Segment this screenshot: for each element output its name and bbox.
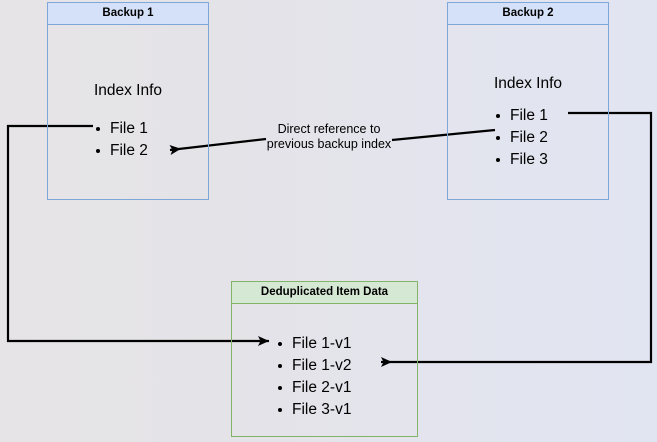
list-item-label: File 2 bbox=[510, 129, 548, 146]
list-item-label: File 2 bbox=[110, 142, 148, 159]
bullet-icon bbox=[278, 408, 282, 412]
list-item: File 1 bbox=[95, 118, 148, 140]
list-item-label: File 1-v1 bbox=[292, 335, 352, 352]
list-item-label: File 1-v2 bbox=[292, 357, 352, 374]
list-item: File 2 bbox=[95, 140, 148, 162]
list-item: File 1 bbox=[495, 105, 548, 127]
edge-label-direct-reference: Direct reference to previous backup inde… bbox=[259, 122, 399, 152]
node-dedup-body: File 1-v1 File 1-v2 File 2-v1 File 3-v1 bbox=[232, 304, 417, 436]
bullet-icon bbox=[278, 386, 282, 390]
node-backup-1[interactable]: Backup 1 Index Info File 1 File 2 bbox=[47, 2, 209, 200]
node-deduplicated-item-data[interactable]: Deduplicated Item Data File 1-v1 File 1-… bbox=[231, 281, 418, 437]
bullet-icon bbox=[496, 136, 500, 140]
bullet-icon bbox=[96, 149, 100, 153]
node-dedup-header: Deduplicated Item Data bbox=[232, 282, 417, 304]
bullet-icon bbox=[496, 114, 500, 118]
list-item-label: File 2-v1 bbox=[292, 379, 352, 396]
list-item: File 1-v1 bbox=[277, 333, 351, 355]
list-item: File 2 bbox=[495, 127, 548, 149]
edge-label-line-2: previous backup index bbox=[266, 137, 392, 151]
node-backup-2-header: Backup 2 bbox=[448, 3, 608, 25]
backup-1-index-info-label: Index Info bbox=[93, 82, 163, 99]
node-backup-1-header: Backup 1 bbox=[48, 3, 208, 25]
bullet-icon bbox=[278, 342, 282, 346]
bullet-icon bbox=[96, 127, 100, 131]
dedup-file-list: File 1-v1 File 1-v2 File 2-v1 File 3-v1 bbox=[277, 333, 351, 421]
backup-1-file-list: File 1 File 2 bbox=[95, 118, 148, 162]
list-item: File 1-v2 bbox=[277, 355, 351, 377]
list-item: File 3 bbox=[495, 149, 548, 171]
list-item-label: File 1 bbox=[510, 107, 548, 124]
list-item: File 2-v1 bbox=[277, 377, 351, 399]
edge-label-line-1: Direct reference to bbox=[277, 122, 381, 136]
list-item-label: File 1 bbox=[110, 120, 148, 137]
list-item-label: File 3-v1 bbox=[292, 401, 352, 418]
backup-2-file-list: File 1 File 2 File 3 bbox=[495, 105, 548, 171]
node-backup-2[interactable]: Backup 2 Index Info File 1 File 2 File 3 bbox=[447, 2, 609, 200]
node-backup-1-body: Index Info File 1 File 2 bbox=[48, 25, 208, 199]
node-backup-2-body: Index Info File 1 File 2 File 3 bbox=[448, 25, 608, 199]
bullet-icon bbox=[496, 158, 500, 162]
list-item: File 3-v1 bbox=[277, 399, 351, 421]
bullet-icon bbox=[278, 364, 282, 368]
list-item-label: File 3 bbox=[510, 151, 548, 168]
backup-2-index-info-label: Index Info bbox=[493, 75, 563, 92]
